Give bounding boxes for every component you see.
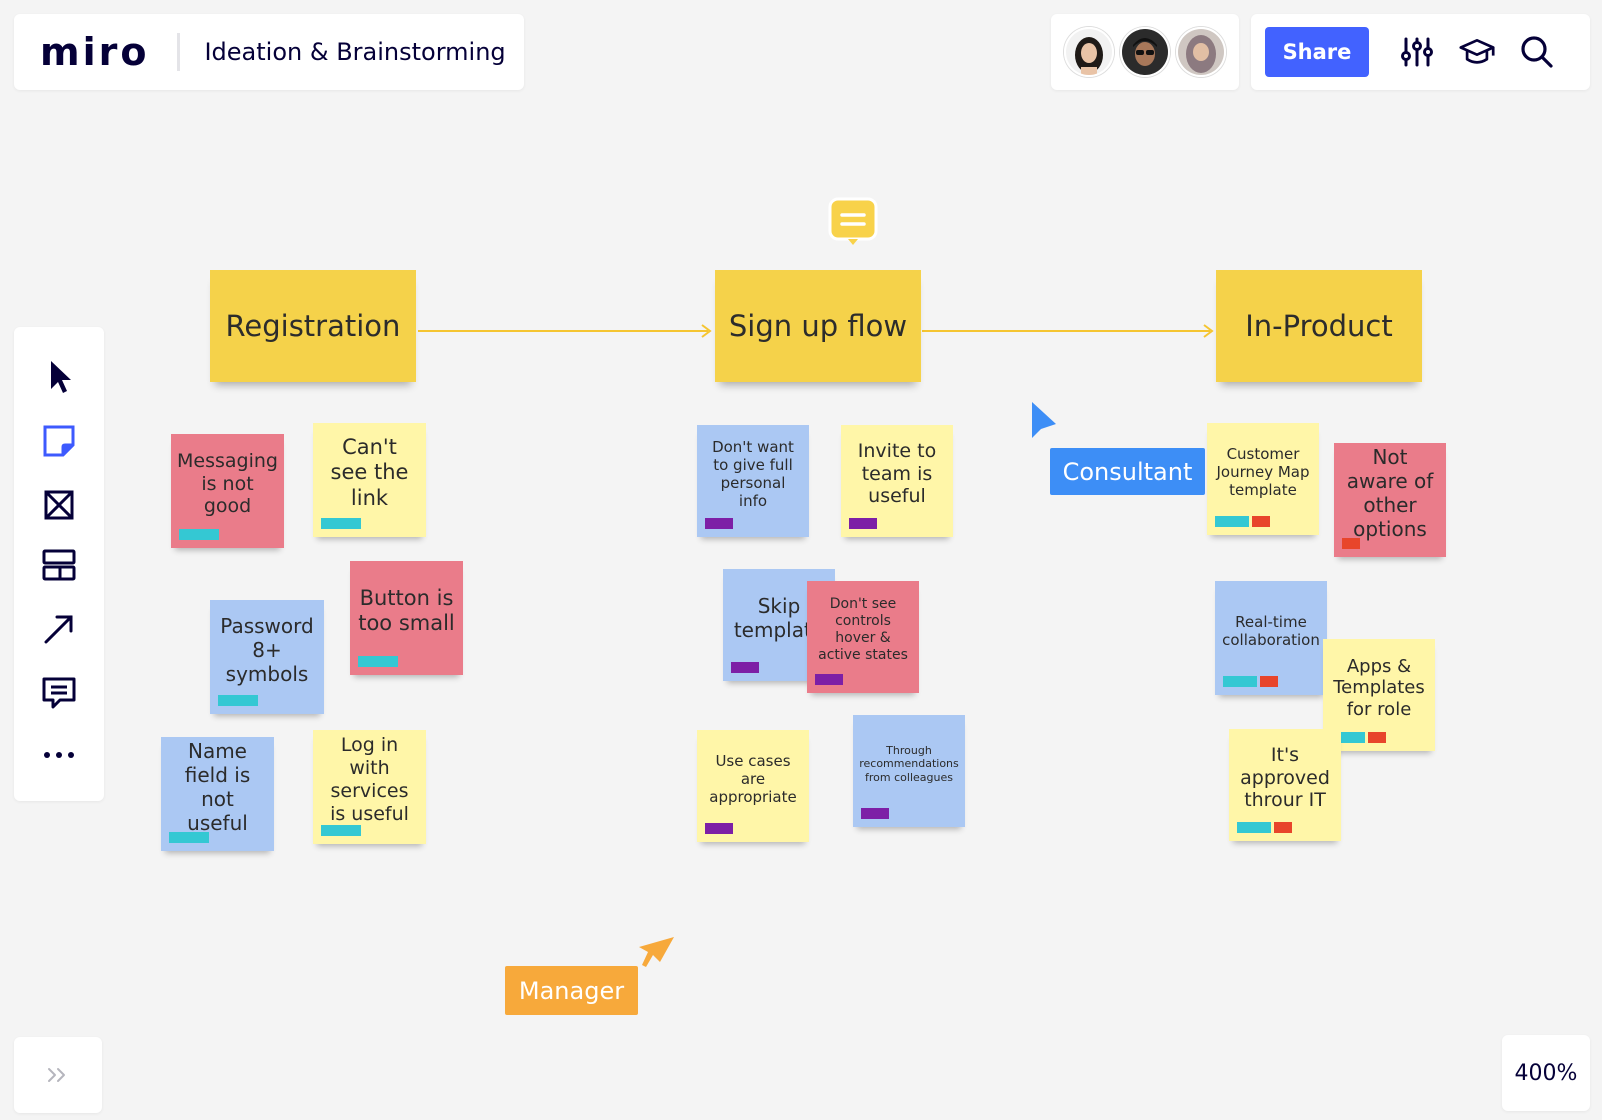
sticky-note[interactable]: Through recommendations from colleagues: [853, 715, 965, 827]
sticky-text: It's approved throur IT: [1240, 743, 1330, 812]
share-button[interactable]: Share: [1265, 27, 1369, 77]
zoom-level-text: 400%: [1514, 1060, 1578, 1086]
column-header-in-product[interactable]: In-Product: [1216, 270, 1422, 382]
sticky-text: Name field is not useful: [184, 739, 251, 835]
sticky-text: Real-time collaboration: [1222, 613, 1320, 649]
tag-red: [1274, 822, 1292, 833]
sticky-note[interactable]: Password 8+ symbols: [210, 600, 324, 714]
collaborator-avatar-3[interactable]: [1176, 27, 1226, 77]
sticky-note[interactable]: Log in with services is useful: [313, 730, 426, 844]
consultant-cursor-icon: [1030, 400, 1060, 446]
sticky-note[interactable]: Use cases are appropriate: [697, 730, 809, 842]
sticky-note[interactable]: Don't want to give full personal info: [697, 425, 809, 537]
sticky-text: Use cases are appropriate: [709, 752, 797, 806]
collaborator-avatar-1[interactable]: [1064, 27, 1114, 77]
column-header-sign-up-flow[interactable]: Sign up flow: [715, 270, 921, 382]
tag-purple: [705, 823, 733, 834]
sticky-text: Apps & Templates for role: [1333, 655, 1425, 720]
tag-red: [1368, 732, 1386, 743]
tag-cyan: [179, 529, 219, 540]
zoom-level[interactable]: 400%: [1502, 1035, 1590, 1111]
sticky-text: Invite to team is useful: [857, 439, 937, 508]
sticky-note-icon[interactable]: [39, 421, 79, 461]
tag-cyan: [321, 518, 361, 529]
comment-bubble-icon[interactable]: [828, 197, 878, 247]
sticky-note[interactable]: Not aware of other options: [1334, 443, 1446, 557]
expand-panel-button[interactable]: [14, 1037, 102, 1113]
more-tools-icon[interactable]: [39, 735, 79, 775]
tag-purple: [861, 808, 889, 819]
sticky-text: Log in with services is useful: [330, 734, 409, 825]
tag-cyan: [321, 825, 361, 836]
sticky-note[interactable]: Can't see the link: [313, 423, 426, 537]
sticky-text: Button is too small: [358, 585, 455, 635]
board-header: miro Ideation & Brainstorming: [14, 14, 524, 90]
tag-cyan: [358, 656, 398, 667]
sticky-text: Don't see controls hover & active states: [818, 596, 908, 663]
board-title[interactable]: Ideation & Brainstorming: [204, 38, 506, 66]
settings-sliders-icon[interactable]: [1399, 34, 1435, 70]
sticky-note[interactable]: Don't see controls hover & active states: [807, 581, 919, 693]
sticky-note[interactable]: Invite to team is useful: [841, 425, 953, 537]
comment-icon[interactable]: [39, 673, 79, 713]
tag-red: [1260, 676, 1278, 687]
header-divider: [177, 33, 181, 71]
sticky-note[interactable]: Name field is not useful: [161, 737, 274, 851]
collaborators-panel: [1051, 14, 1239, 90]
tag-purple: [731, 662, 759, 673]
sticky-note[interactable]: Messaging is not good: [171, 434, 284, 548]
frame-icon[interactable]: [39, 485, 79, 525]
sticky-text: Customer Journey Map template: [1216, 445, 1310, 499]
graduation-cap-icon[interactable]: [1459, 34, 1495, 70]
collaborator-avatar-2[interactable]: [1120, 27, 1170, 77]
miro-logo[interactable]: miro: [40, 30, 150, 74]
manager-cursor-label: Manager: [505, 966, 638, 1015]
tag-cyan: [1331, 732, 1365, 743]
sticky-note[interactable]: Button is too small: [350, 561, 463, 675]
sticky-note[interactable]: Real-time collaboration: [1215, 581, 1327, 695]
consultant-cursor-label: Consultant: [1050, 448, 1205, 495]
tag-cyan: [1237, 822, 1271, 833]
left-toolbar: [14, 327, 104, 801]
search-icon[interactable]: [1519, 34, 1555, 70]
double-chevron-right-icon: [47, 1061, 69, 1089]
tag-purple: [849, 518, 877, 529]
tag-purple: [815, 674, 843, 685]
tag-purple: [705, 518, 733, 529]
sticky-note[interactable]: Apps & Templates for role: [1323, 639, 1435, 751]
column-header-registration[interactable]: Registration: [210, 270, 416, 382]
sticky-text: Don't want to give full personal info: [712, 438, 794, 510]
sticky-note[interactable]: It's approved throur IT: [1229, 729, 1341, 841]
sticky-note[interactable]: Customer Journey Map template: [1207, 423, 1319, 535]
connection-arrow-icon[interactable]: [39, 609, 79, 649]
tag-cyan: [1223, 676, 1257, 687]
tag-cyan: [169, 832, 209, 843]
templates-layout-icon[interactable]: [39, 545, 79, 585]
sticky-text: Not aware of other options: [1346, 445, 1434, 541]
tag-cyan: [218, 695, 258, 706]
tag-red: [1342, 538, 1360, 549]
top-right-toolbar: Share: [1251, 14, 1590, 90]
manager-cursor-icon: [638, 936, 676, 972]
select-cursor-icon[interactable]: [39, 357, 79, 397]
tag-cyan: [1215, 516, 1249, 527]
sticky-text: Through recommendations from colleagues: [859, 744, 959, 784]
sticky-text: Password 8+ symbols: [220, 614, 314, 686]
tag-red: [1252, 516, 1270, 527]
sticky-text: Can't see the link: [330, 435, 409, 510]
sticky-text: Messaging is not good: [177, 449, 278, 518]
